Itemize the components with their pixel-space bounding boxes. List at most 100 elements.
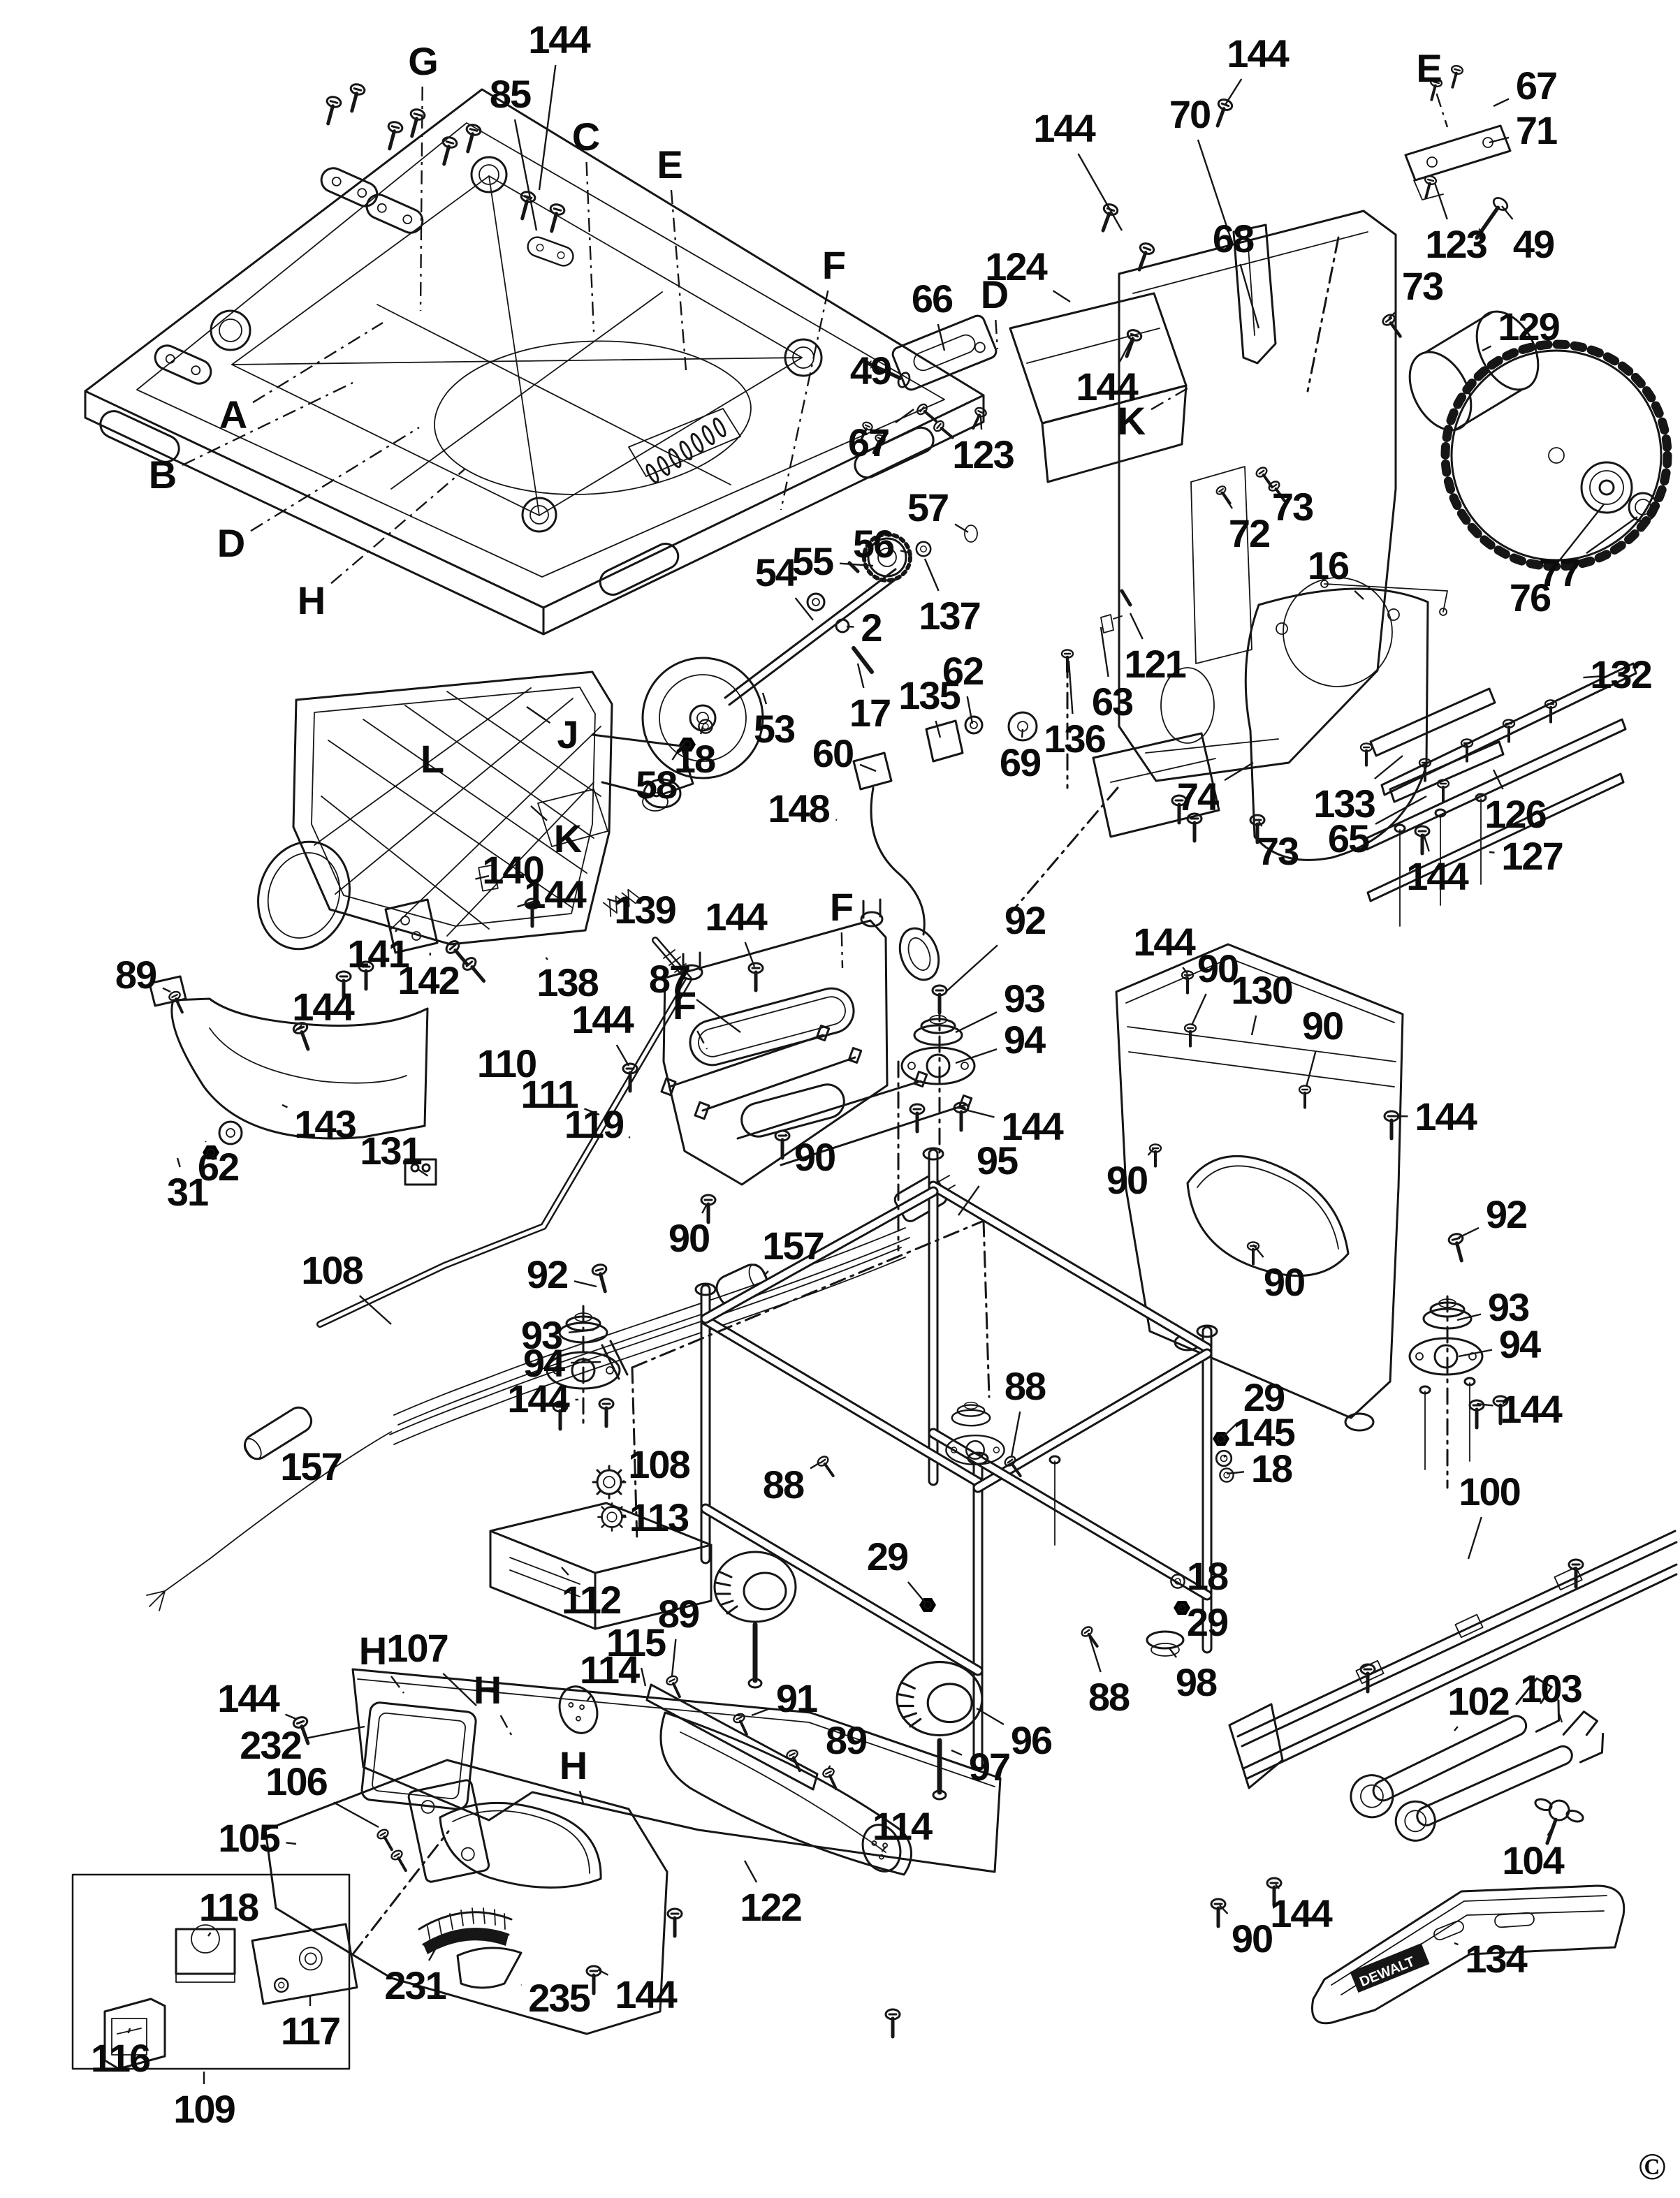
part-callout-118: 118 <box>198 1885 259 1929</box>
part-callout-49: 49 <box>849 349 892 393</box>
part-callout-110: 110 <box>476 1041 537 1085</box>
leader-line-97 <box>951 1749 963 1756</box>
leader-line-105 <box>286 1842 297 1845</box>
leader-line-H <box>499 1715 513 1736</box>
part-callout-55: 55 <box>791 539 834 583</box>
leader-line-114 <box>881 1846 886 1852</box>
part-callout-L: L <box>420 737 444 781</box>
leader-line-145 <box>1223 1454 1227 1458</box>
part-callout-134: 134 <box>1465 1937 1527 1981</box>
leader-line-90 <box>701 1203 708 1214</box>
part-callout-89: 89 <box>115 953 157 997</box>
part-callout-121: 121 <box>1124 642 1186 686</box>
leader-line-144 <box>744 942 756 967</box>
saw-blade-drawing <box>1440 339 1672 571</box>
part-callout-117: 117 <box>280 2009 341 2053</box>
part-callout-108: 108 <box>301 1248 363 1292</box>
construction-lines <box>351 236 1449 1956</box>
bracket-70-drawing <box>1232 224 1277 365</box>
part-callout-77: 77 <box>1538 550 1581 594</box>
leader-line-108 <box>620 1479 625 1483</box>
part-callout-114: 114 <box>872 1804 933 1848</box>
leader-line-K <box>530 805 548 821</box>
leader-line-104 <box>1547 1825 1555 1836</box>
leader-line-93 <box>1456 1313 1482 1321</box>
leader-line-119 <box>628 1136 631 1138</box>
leader-line-18 <box>700 726 704 735</box>
part-callout-235: 235 <box>528 1976 590 2020</box>
leader-line-54 <box>794 597 814 621</box>
part-callout-90: 90 <box>794 1135 836 1179</box>
part-callout-G: G <box>408 39 439 83</box>
part-callout-144: 144 <box>705 895 767 939</box>
leader-line-144 <box>1476 1402 1493 1407</box>
leader-line-144 <box>1182 967 1188 974</box>
part-callout-231: 231 <box>384 1963 446 2007</box>
part-callout-66: 66 <box>911 277 954 321</box>
leader-line-76 <box>1549 504 1605 573</box>
leader-line-C <box>585 161 595 332</box>
part-callout-76: 76 <box>1509 576 1551 620</box>
part-callout-157: 157 <box>762 1224 824 1268</box>
part-callout-137: 137 <box>919 594 981 638</box>
leader-line-144 <box>967 1109 995 1118</box>
lattice-bracket-j-drawing <box>257 671 694 954</box>
leader-line-118 <box>207 1932 212 1937</box>
part-callout-62: 62 <box>197 1145 240 1189</box>
leader-line-88 <box>1010 1411 1021 1458</box>
bevel-scale-231 <box>418 1907 513 1954</box>
leader-line-96 <box>976 1707 1005 1726</box>
part-callout-E: E <box>1416 46 1442 90</box>
part-callout-144: 144 <box>1415 1094 1477 1138</box>
leader-line-111 <box>584 1108 600 1116</box>
leader-line-18 <box>1226 1471 1245 1475</box>
leader-line-29 <box>1222 1422 1239 1438</box>
part-callout-89: 89 <box>825 1718 868 1762</box>
part-callout-E: E <box>657 142 682 186</box>
leader-line-116 <box>127 2028 131 2034</box>
part-callout-93: 93 <box>1003 976 1046 1020</box>
kit-box-109-drawing <box>71 1873 358 2070</box>
wrench-103-drawing <box>1394 1710 1605 1842</box>
part-callout-144: 144 <box>1500 1387 1562 1431</box>
part-callout-69: 69 <box>999 740 1042 784</box>
part-callout-123: 123 <box>952 432 1014 476</box>
breaker-117 <box>251 1923 358 2005</box>
part-callout-C: C <box>571 115 600 159</box>
part-callout-71: 71 <box>1515 108 1558 152</box>
leader-line-129 <box>1482 345 1492 352</box>
leader-line-58 <box>671 742 685 761</box>
part-callout-91: 91 <box>775 1676 818 1720</box>
cord-ferrule-157 <box>243 1406 313 1460</box>
part-callout-87: 87 <box>648 957 691 1001</box>
part-callout-111: 111 <box>520 1072 578 1116</box>
leader-line-157 <box>764 1270 769 1276</box>
guard-bracket-143-drawing <box>148 975 429 1160</box>
leader-line-140 <box>475 874 490 880</box>
part-callout-107: 107 <box>386 1626 448 1670</box>
part-callout-90: 90 <box>1106 1158 1148 1202</box>
part-callout-144: 144 <box>292 985 354 1029</box>
leader-line-65 <box>1375 795 1427 825</box>
part-callout-144: 144 <box>1001 1104 1063 1148</box>
part-callout-108: 108 <box>628 1442 690 1486</box>
leader-line-124 <box>1052 290 1071 303</box>
leader-line-98 <box>1169 1648 1178 1658</box>
leader-line-144 <box>615 1044 630 1067</box>
part-callout-136: 136 <box>1044 717 1106 761</box>
part-callout-29: 29 <box>1186 1600 1229 1644</box>
part-callout-102: 102 <box>1447 1679 1510 1723</box>
part-callout-94: 94 <box>523 1341 565 1385</box>
part-callout-129: 129 <box>1498 305 1560 349</box>
part-callout-90: 90 <box>1301 1004 1344 1048</box>
part-callout-100: 100 <box>1459 1470 1521 1514</box>
leader-line-139 <box>607 897 620 904</box>
rear-panel-107-drawing <box>351 1668 1002 1873</box>
leader-line-56 <box>900 550 912 555</box>
side-panel-130-drawing <box>1115 943 1404 1432</box>
leader-line-137 <box>923 558 940 592</box>
part-callout-123: 123 <box>1425 222 1487 266</box>
part-callout-232: 232 <box>240 1723 302 1767</box>
leader-line-66 <box>937 323 946 351</box>
leader-line-49 <box>1501 205 1514 220</box>
